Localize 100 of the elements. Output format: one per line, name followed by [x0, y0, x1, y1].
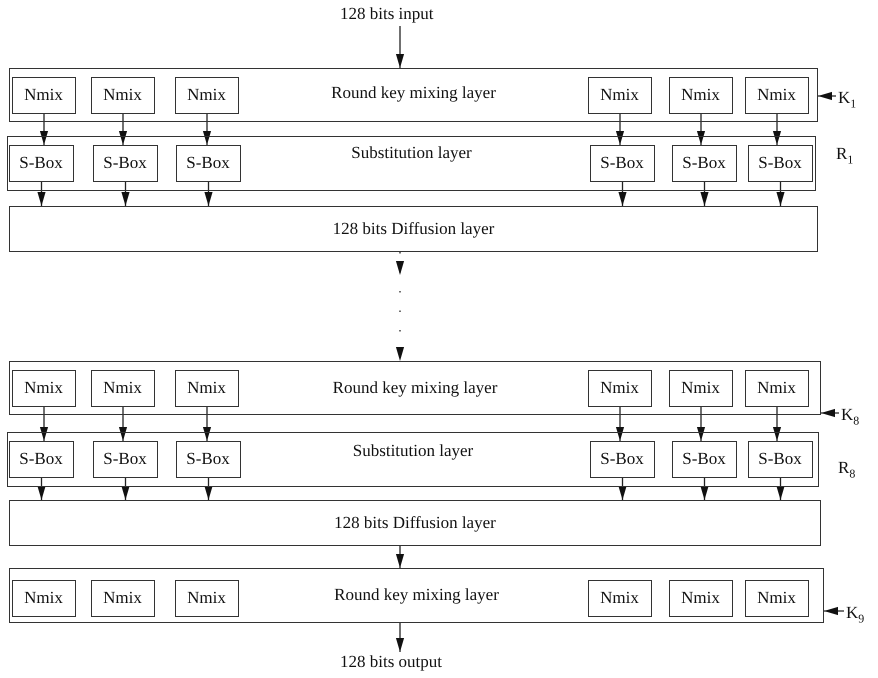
layer-label: Round key mixing layer — [334, 585, 499, 605]
arrow — [824, 606, 844, 616]
box-label: Nmix — [24, 378, 63, 398]
layer-label: Substitution layer — [352, 441, 474, 461]
arrow — [202, 114, 212, 145]
arrow — [37, 182, 46, 206]
layer-box — [9, 568, 824, 623]
process-box — [748, 144, 812, 182]
box-label: Nmix — [187, 85, 226, 105]
process-box — [174, 370, 238, 406]
arrow — [118, 114, 128, 145]
box-label: Nmix — [187, 378, 226, 398]
layer-box — [9, 206, 818, 252]
key-label: K$_{8}$ — [841, 405, 860, 428]
process-box — [176, 440, 240, 478]
process-box — [588, 370, 652, 406]
dotted-arrow — [396, 252, 404, 361]
box-label: Nmix — [681, 378, 720, 398]
arrow — [118, 407, 128, 441]
layer-label: 128 bits Diffusion layer — [332, 219, 494, 239]
process-box — [668, 580, 732, 616]
layer-label: 128 bits Diffusion layer — [334, 513, 496, 533]
arrow — [616, 114, 624, 145]
box-label: S-Box — [19, 449, 63, 469]
process-box — [174, 76, 238, 114]
arrow — [696, 114, 706, 145]
arrow — [40, 407, 48, 441]
box-label: S-Box — [600, 153, 644, 173]
process-box — [92, 144, 158, 182]
arrow — [616, 407, 624, 441]
process-box — [744, 370, 808, 406]
process-box — [90, 370, 154, 406]
arrow — [40, 114, 48, 145]
layer-box — [9, 500, 821, 546]
arrow — [37, 478, 46, 500]
arrow — [618, 478, 627, 500]
box-label: Nmix — [757, 85, 796, 105]
box-label: Nmix — [103, 85, 142, 105]
box-label: Nmix — [681, 85, 720, 105]
box-label: S-Box — [19, 153, 63, 173]
process-box — [590, 440, 654, 478]
layer-label: Round key mixing layer — [331, 83, 496, 103]
io-label: 128 bits input — [340, 4, 434, 24]
box-label: Nmix — [187, 588, 226, 608]
arrow — [396, 546, 404, 568]
arrow — [202, 407, 212, 441]
arrow — [396, 26, 404, 68]
box-label: Nmix — [757, 588, 796, 608]
box-label: Nmix — [600, 85, 639, 105]
box-label: S-Box — [103, 153, 147, 173]
arrow — [204, 478, 213, 500]
box-label: S-Box — [186, 153, 230, 173]
process-box — [12, 76, 76, 114]
process-box — [668, 370, 732, 406]
process-box — [668, 76, 732, 114]
arrow — [121, 182, 130, 206]
box-label: Nmix — [757, 378, 796, 398]
arrow — [776, 478, 785, 500]
box-label: S-Box — [682, 449, 726, 469]
process-box — [672, 440, 736, 478]
process-box — [588, 580, 652, 616]
box-label: S-Box — [758, 153, 802, 173]
key-label: K$_{9}$ — [846, 603, 864, 626]
process-box — [8, 144, 74, 182]
arrow — [821, 408, 839, 418]
process-box — [8, 440, 74, 478]
layer-box — [9, 68, 818, 122]
process-box — [176, 144, 240, 182]
process-box — [90, 580, 154, 616]
arrow — [700, 182, 709, 206]
arrow — [772, 407, 782, 441]
process-box — [590, 144, 654, 182]
process-box — [744, 580, 808, 616]
process-box — [174, 580, 238, 616]
process-box — [92, 440, 158, 478]
arrow — [776, 182, 785, 206]
box-label: S-Box — [600, 449, 644, 469]
layer-label: Round key mixing layer — [332, 378, 498, 398]
process-box — [672, 144, 736, 182]
arrow — [618, 182, 627, 206]
box-label: Nmix — [103, 378, 142, 398]
process-box — [90, 76, 154, 114]
layer-box — [7, 136, 816, 191]
box-label: Nmix — [24, 85, 63, 105]
process-box — [12, 370, 76, 406]
layer-label: Substitution layer — [351, 143, 472, 163]
io-label: 128 bits output — [340, 652, 442, 672]
layer-box — [7, 432, 819, 487]
box-label: S-Box — [103, 449, 147, 469]
process-box — [748, 440, 812, 478]
arrow — [700, 478, 709, 500]
box-label: S-Box — [186, 449, 230, 469]
arrow — [396, 623, 404, 652]
arrow — [696, 407, 706, 441]
box-label: Nmix — [600, 588, 639, 608]
round-label: R$_{8}$ — [838, 458, 856, 482]
arrow — [818, 92, 836, 100]
box-label: Nmix — [681, 588, 720, 608]
layer-box — [9, 361, 821, 415]
box-label: Nmix — [24, 588, 63, 608]
